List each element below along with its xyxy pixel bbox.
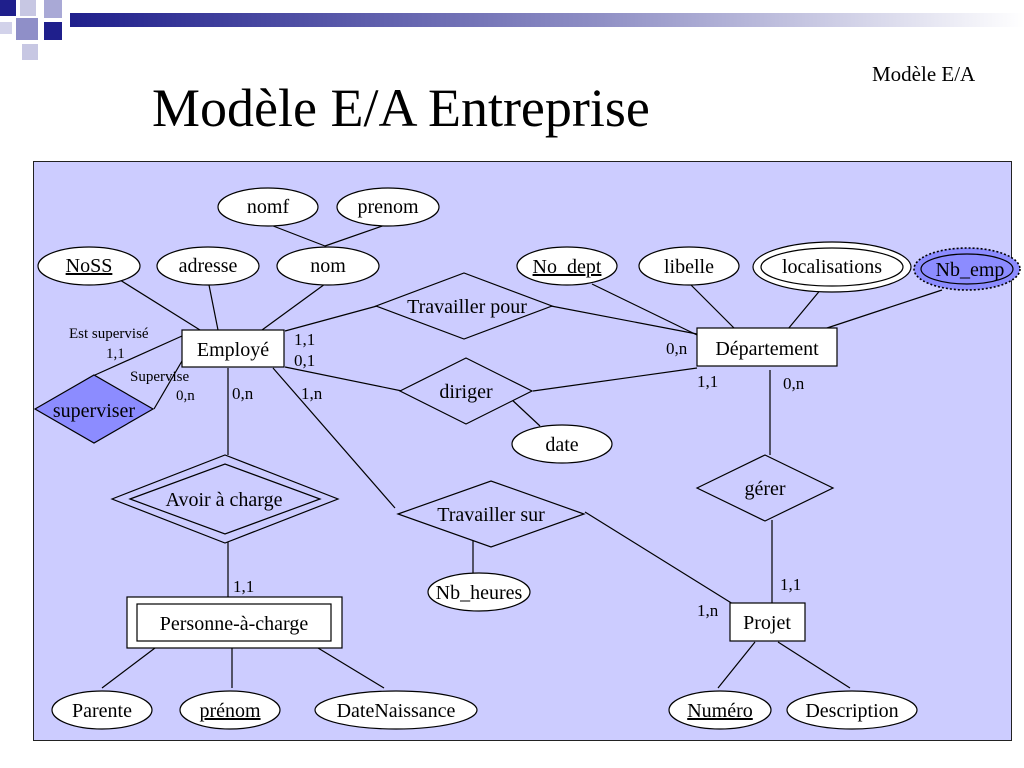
relationship-diriger[interactable]: diriger bbox=[398, 357, 534, 425]
attribute-date-naissance[interactable]: DateNaissance bbox=[314, 690, 478, 730]
connectors bbox=[94, 223, 943, 689]
card-projet-gerer: 1,1 bbox=[780, 575, 801, 594]
attribute-libelle[interactable]: libelle bbox=[638, 246, 740, 286]
attribute-nomf[interactable]: nomf bbox=[217, 187, 319, 227]
attribute-label: nom bbox=[310, 255, 346, 277]
attribute-nom[interactable]: nom bbox=[276, 246, 380, 286]
card-dept-gerer: 0,n bbox=[783, 374, 805, 393]
relationship-label: Avoir à charge bbox=[166, 489, 283, 511]
entity-label: Employé bbox=[197, 339, 269, 361]
card-pac-avoir-charge: 1,1 bbox=[233, 577, 254, 596]
attribute-nb-heures[interactable]: Nb_heures bbox=[427, 572, 531, 612]
attribute-description[interactable]: Description bbox=[786, 690, 918, 730]
attribute-numero[interactable]: Numéro bbox=[668, 690, 772, 730]
entity-projet[interactable]: Projet bbox=[729, 602, 806, 642]
attribute-label: nomf bbox=[247, 196, 290, 218]
attribute-label: Description bbox=[805, 700, 898, 722]
attribute-label: Nb_heures bbox=[436, 582, 523, 604]
card-emp-travailler-sur: 1,n bbox=[301, 384, 323, 403]
attribute-label: localisations bbox=[782, 256, 882, 278]
attribute-label: DateNaissance bbox=[337, 700, 456, 722]
relationship-label: Travailler sur bbox=[437, 504, 545, 526]
card-projet-travailler-sur: 1,n bbox=[697, 601, 719, 620]
attribute-label: prenom bbox=[357, 196, 419, 218]
attribute-noss[interactable]: NoSS bbox=[37, 246, 141, 286]
card-dept-diriger: 1,1 bbox=[697, 372, 718, 391]
relationship-gerer[interactable]: gérer bbox=[695, 454, 835, 522]
attribute-label: libelle bbox=[664, 256, 714, 278]
corner-label: Modèle E/A bbox=[872, 62, 976, 86]
entity-label: Personne-à-charge bbox=[160, 613, 309, 635]
relationship-avoir-a-charge[interactable]: Avoir à charge bbox=[110, 454, 340, 544]
attribute-localisations[interactable]: localisations bbox=[752, 241, 912, 293]
role-est-supervise: Est supervisé bbox=[69, 326, 149, 342]
attribute-label: Parente bbox=[72, 700, 132, 722]
attribute-label: Numéro bbox=[687, 700, 753, 722]
relationship-travailler-sur[interactable]: Travailler sur bbox=[396, 480, 586, 548]
slide-title: Modèle E/A Entreprise bbox=[152, 78, 650, 138]
card-emp-diriger: 0,1 bbox=[294, 351, 315, 370]
relationship-label: diriger bbox=[439, 381, 493, 403]
entity-label: Département bbox=[715, 338, 819, 360]
entity-employe[interactable]: Employé bbox=[181, 329, 285, 368]
relationship-label: Travailler pour bbox=[407, 296, 527, 318]
card-supervise: 0,n bbox=[176, 388, 195, 404]
attribute-label: NoSS bbox=[66, 255, 113, 277]
title-decoration bbox=[0, 0, 1024, 60]
attribute-label: adresse bbox=[179, 255, 238, 277]
card-est-supervise: 1,1 bbox=[106, 346, 125, 362]
attribute-label: date bbox=[545, 434, 578, 456]
attribute-prenom-dependant[interactable]: prénom bbox=[179, 690, 281, 730]
card-dept-travailler-pour: 0,n bbox=[666, 339, 688, 358]
attribute-adresse[interactable]: adresse bbox=[156, 246, 260, 286]
attribute-label: No_dept bbox=[533, 256, 602, 278]
attribute-date[interactable]: date bbox=[511, 424, 613, 464]
attribute-label: Nb_emp bbox=[936, 259, 1005, 281]
attribute-prenom[interactable]: prenom bbox=[336, 187, 440, 227]
attribute-label: prénom bbox=[199, 700, 261, 722]
attribute-nb-emp[interactable]: Nb_emp bbox=[913, 247, 1021, 291]
relationship-superviser[interactable]: superviser bbox=[33, 374, 155, 444]
card-emp-avoir-charge: 0,n bbox=[232, 384, 254, 403]
role-supervise: Supervise bbox=[130, 369, 190, 385]
cardinality-labels: 1,1 0,1 0,n 1,1 0,n 0,n 1,n 1,1 1,1 1,n … bbox=[69, 326, 805, 620]
entity-personne-a-charge[interactable]: Personne-à-charge bbox=[126, 596, 343, 649]
entity-label: Projet bbox=[743, 612, 791, 634]
entity-departement[interactable]: Département bbox=[696, 327, 838, 367]
attribute-no-dept[interactable]: No_dept bbox=[516, 246, 618, 286]
attribute-parente[interactable]: Parente bbox=[51, 690, 153, 730]
relationship-label: gérer bbox=[744, 478, 785, 500]
relationship-travailler-pour[interactable]: Travailler pour bbox=[374, 272, 554, 340]
relationship-label: superviser bbox=[53, 400, 136, 422]
card-emp-travailler-pour: 1,1 bbox=[294, 330, 315, 349]
